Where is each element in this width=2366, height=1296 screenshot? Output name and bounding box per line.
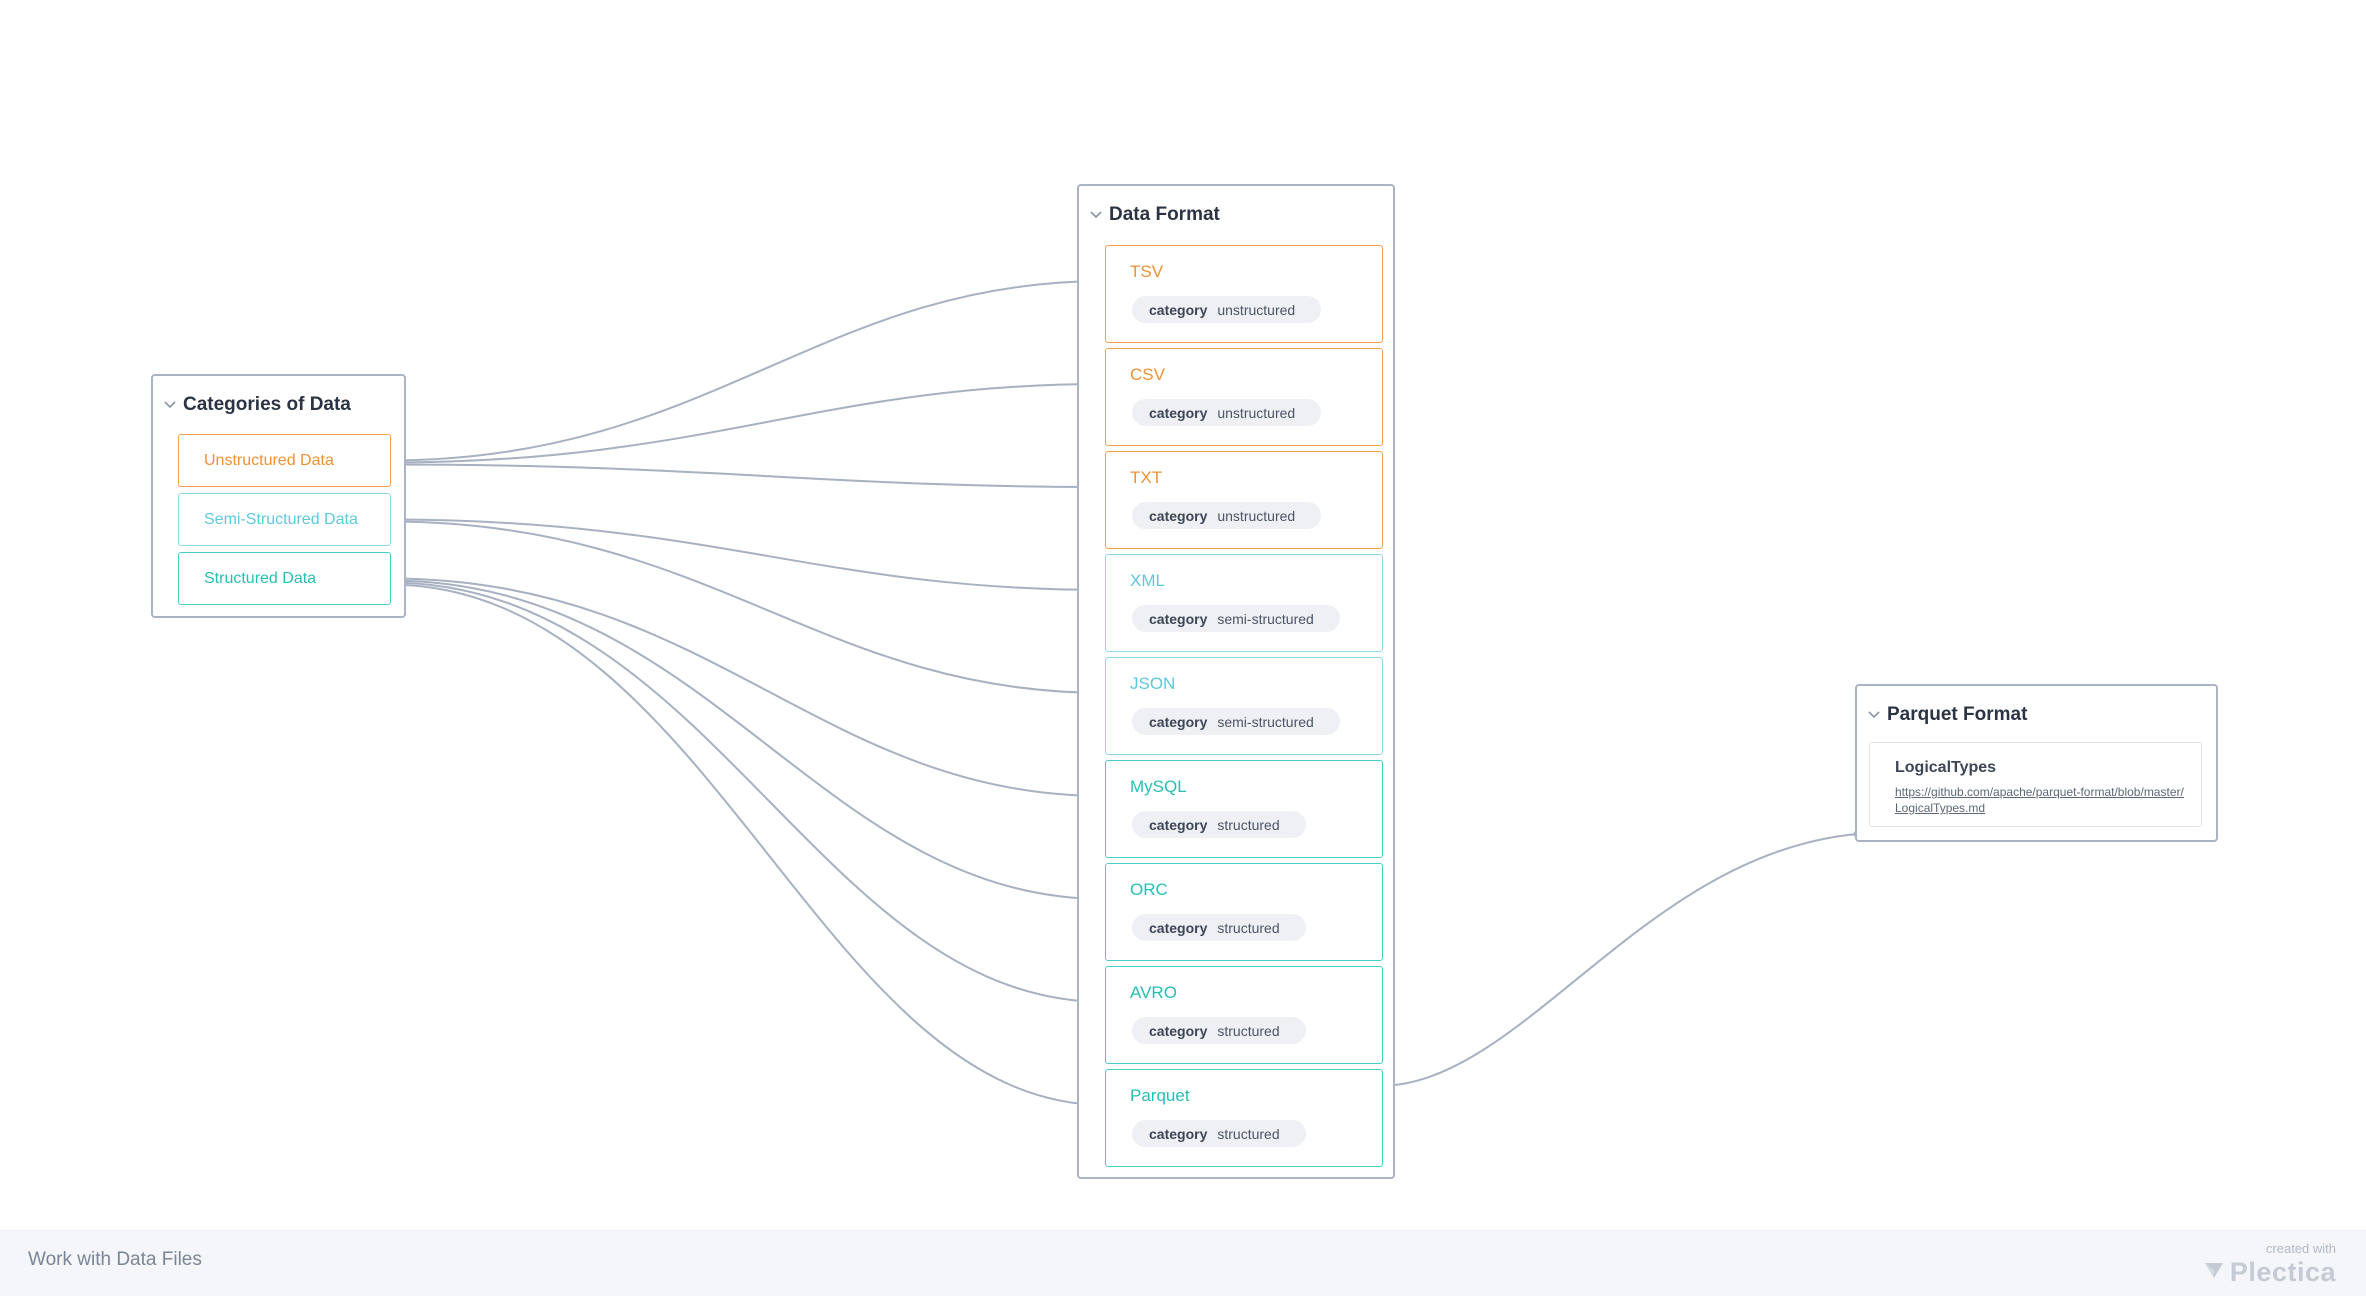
attribute-value: structured (1217, 1125, 1280, 1142)
attribute-key: category (1149, 713, 1208, 730)
category-semi-structured-data[interactable]: Semi-Structured Data (178, 493, 391, 546)
attribute-pill[interactable]: category structured (1132, 1120, 1306, 1147)
connector-line[interactable] (387, 573, 1106, 797)
group-header[interactable]: Data Format (1079, 186, 1393, 244)
format-name: JSON (1130, 674, 1176, 693)
group-header[interactable]: Parquet Format (1857, 686, 2216, 744)
category-label: Structured Data (204, 569, 317, 587)
format-card-tsv[interactable]: TSV category unstructured (1105, 245, 1383, 343)
attribute-pill[interactable]: category unstructured (1132, 502, 1322, 529)
format-card-avro[interactable]: AVRO category structured (1105, 966, 1383, 1064)
attribute-value: structured (1217, 1022, 1280, 1039)
attribute-key: category (1149, 404, 1208, 421)
attribute-pill[interactable]: category semi-structured (1132, 708, 1340, 735)
connector-line[interactable] (1377, 833, 1858, 1091)
logicaltypes-note-card[interactable]: LogicalTypes https://github.com/apache/p… (1869, 742, 2202, 827)
attribute-value: semi-structured (1217, 713, 1314, 730)
attribute-value: unstructured (1217, 404, 1296, 421)
connector-line[interactable] (387, 579, 1106, 1106)
attribute-key: category (1149, 301, 1208, 318)
connector-line[interactable] (387, 280, 1106, 466)
format-card-csv[interactable]: CSV category unstructured (1105, 348, 1383, 446)
connector-line[interactable] (387, 459, 1106, 488)
attribute-pill[interactable]: category unstructured (1132, 399, 1322, 426)
logicaltypes-link[interactable]: https://github.com/apache/parquet-format… (1895, 785, 2184, 815)
format-name: MySQL (1130, 777, 1187, 796)
footer-bar: Work with Data Files created with Plecti… (0, 1230, 2366, 1296)
plectica-logo-icon (2204, 1260, 2224, 1285)
category-label: Semi-Structured Data (204, 510, 358, 528)
attribute-value: unstructured (1217, 507, 1296, 524)
format-card-xml[interactable]: XML category semi-structured (1105, 554, 1383, 652)
connector-line[interactable] (387, 383, 1106, 468)
attribute-pill[interactable]: category structured (1132, 914, 1306, 941)
attribute-key: category (1149, 1125, 1208, 1142)
format-name: CSV (1130, 365, 1165, 384)
parquet-format-group[interactable]: Parquet Format LogicalTypes https://gith… (1855, 684, 2218, 842)
format-name: AVRO (1130, 983, 1177, 1002)
format-card-mysql[interactable]: MySQL category structured (1105, 760, 1383, 858)
brand-name: Plectica (2229, 1256, 2336, 1287)
format-card-parquet[interactable]: Parquet category structured (1105, 1069, 1383, 1167)
attribute-pill[interactable]: category semi-structured (1132, 605, 1340, 632)
attribute-pill[interactable]: category structured (1132, 811, 1306, 838)
categories-of-data-group[interactable]: Categories of Data Unstructured Data Sem… (151, 374, 406, 618)
attribute-value: semi-structured (1217, 610, 1314, 627)
chevron-down-icon[interactable] (1865, 706, 1883, 724)
attribute-key: category (1149, 816, 1208, 833)
group-title: Data Format (1109, 204, 1220, 225)
attribute-value: unstructured (1217, 301, 1296, 318)
connector-line[interactable] (387, 516, 1106, 694)
format-name: TSV (1130, 262, 1164, 281)
map-title: Work with Data Files (28, 1249, 202, 1270)
group-title: Parquet Format (1887, 704, 2028, 725)
connector-line[interactable] (387, 514, 1106, 591)
plectica-brand[interactable]: created with Plectica (2166, 1241, 2336, 1287)
attribute-pill[interactable]: category structured (1132, 1017, 1306, 1044)
brand-caption: created with (2265, 1241, 2336, 1256)
data-format-group[interactable]: Data Format TSV category unstructured CSV… (1077, 184, 1395, 1179)
attribute-key: category (1149, 610, 1208, 627)
format-card-json[interactable]: JSON category semi-structured (1105, 657, 1383, 755)
connector-line[interactable] (387, 575, 1106, 900)
format-name: ORC (1130, 880, 1168, 899)
format-name: Parquet (1130, 1086, 1190, 1105)
category-label: Unstructured Data (204, 451, 334, 469)
attribute-key: category (1149, 1022, 1208, 1039)
attribute-key: category (1149, 507, 1208, 524)
format-card-txt[interactable]: TXT category unstructured (1105, 451, 1383, 549)
category-unstructured-data[interactable]: Unstructured Data (178, 434, 391, 487)
format-card-orc[interactable]: ORC category structured (1105, 863, 1383, 961)
connector-line[interactable] (387, 577, 1106, 1003)
format-name: XML (1130, 571, 1165, 590)
group-header[interactable]: Categories of Data (153, 376, 404, 434)
note-title: LogicalTypes (1895, 759, 1997, 776)
attribute-key: category (1149, 919, 1208, 936)
attribute-value: structured (1217, 919, 1280, 936)
chevron-down-icon[interactable] (161, 396, 179, 414)
attribute-value: structured (1217, 816, 1280, 833)
group-title: Categories of Data (183, 394, 351, 415)
format-name: TXT (1130, 468, 1163, 487)
attribute-pill[interactable]: category unstructured (1132, 296, 1322, 323)
category-structured-data[interactable]: Structured Data (178, 552, 391, 605)
chevron-down-icon[interactable] (1087, 206, 1105, 224)
